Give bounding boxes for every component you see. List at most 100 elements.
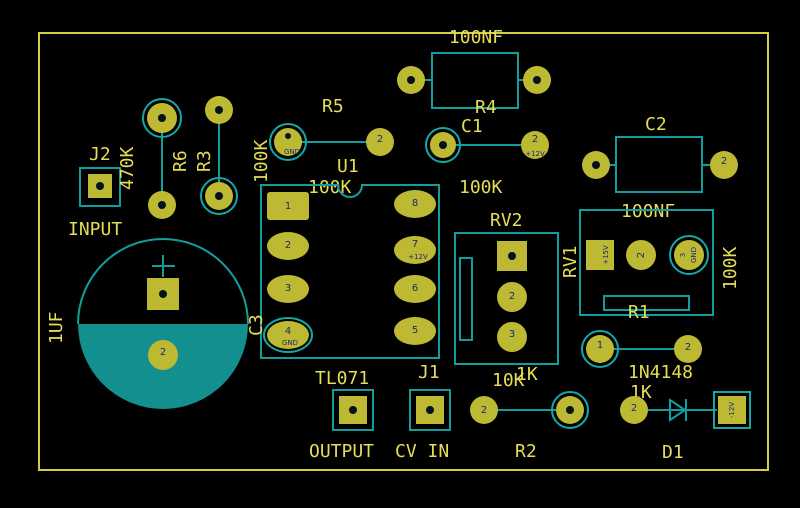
capacitor-c4[interactable]: 2 1UF C3 [46,238,267,409]
svg-text:6: 6 [412,283,418,294]
c1-pad-2[interactable]: 2 +12V [521,131,549,159]
j2-ref-label: J2 [89,144,111,165]
u1-pad-2[interactable]: 2 [267,232,309,260]
j2-pad-1[interactable] [88,174,112,198]
u1-value-label: TL071 [315,368,369,389]
svg-text:2: 2 [377,134,383,145]
r1-value-label: 1K [516,364,538,385]
r2-pad-2[interactable] [551,391,589,429]
r4-ref-label: R4 [475,97,497,118]
svg-text:2: 2 [160,347,166,358]
svg-text:2: 2 [685,342,691,353]
svg-text:1: 1 [597,340,603,351]
d1-value-label: 1N4148 [628,362,693,383]
rv1-pad-2[interactable]: 2 [626,240,656,270]
rv2-pad-1[interactable] [497,241,527,271]
svg-text:5: 5 [412,325,418,336]
r3-pad-2[interactable] [200,177,238,215]
rv2-pad-2[interactable]: 2 [497,282,527,312]
svg-text:3: 3 [285,283,291,294]
ic-u1[interactable]: U1 100K 1 2 3 4 GND 5 6 [260,156,440,389]
u1-pad-8[interactable]: 8 [394,190,436,218]
rv1-ref-label: RV1 [560,245,581,278]
potentiometer-rv1[interactable]: RV1 +15V 2 3 GND 100K [560,209,741,316]
c2-pad-2[interactable]: 2 [710,151,738,179]
connector-j2[interactable]: J2 INPUT [68,144,122,240]
resistor-r5[interactable]: GND 2 [269,123,394,161]
r5-value-label: 100K [251,139,272,183]
svg-text:2: 2 [481,405,487,416]
svg-text:2: 2 [532,134,538,145]
c1-pad-1[interactable] [425,127,461,163]
r6-pad-1[interactable] [142,98,182,138]
r5-pad-2[interactable]: 2 [366,128,394,156]
rv1-value-label: 100K [720,246,741,290]
r6-ref-label: R6 [170,150,191,172]
resistor-r2[interactable]: 2 R2 [470,391,589,462]
svg-text:2: 2 [285,240,291,251]
j1-ref-label: J1 [418,362,440,383]
svg-text:+12V: +12V [408,253,428,261]
u1-pad-7[interactable]: 7 +12V [394,236,436,264]
capacitor-c3[interactable]: 100NF [397,27,551,109]
u1-pad-3[interactable]: 3 [267,275,309,303]
u1-pad-4[interactable]: 4 GND [263,317,313,353]
output-label: OUTPUT [309,441,374,462]
resistor-r1[interactable]: R1 1 2 1K [516,302,702,385]
resistor-r3[interactable] [200,96,238,215]
r1-pad-2[interactable]: 2 [674,335,702,363]
c4-value-label: 1UF [46,311,67,344]
c2-value-label: 100NF [621,201,675,222]
rv2-pad-3[interactable]: 3 [497,322,527,352]
svg-text:3: 3 [679,253,687,257]
svg-text:2: 2 [636,252,647,258]
c2-body [615,136,703,193]
resistor-r6[interactable] [142,98,182,219]
r5-pad-1[interactable]: GND [269,123,307,161]
output-pad-1[interactable] [339,396,367,424]
svg-text:GND: GND [282,339,298,347]
r1-pad-1[interactable]: 1 [581,330,619,368]
svg-text:+15V: +15V [602,245,610,265]
c3-pad-1[interactable] [397,66,425,94]
diode-d1[interactable]: 1N4148 1K 2 -12V D1 [620,362,751,463]
c4-pad-1[interactable] [147,278,179,310]
cv-in-label: CV IN [395,441,449,462]
u1-outline [260,184,440,359]
c4-pad-2[interactable]: 2 [148,340,178,370]
connector-output[interactable]: OUTPUT [309,389,374,462]
r6-pad-2[interactable] [148,191,176,219]
r5-ref-label: R5 [322,96,344,117]
input-label: INPUT [68,219,122,240]
c2-pad-1[interactable] [582,151,610,179]
r6-value-label: 470K [117,146,138,190]
rv1-pad-3[interactable]: 3 GND [669,235,709,275]
j1-pad-1[interactable] [416,396,444,424]
c3-pad-2[interactable] [523,66,551,94]
svg-text:2: 2 [631,403,637,414]
r2-pad-1[interactable]: 2 [470,396,498,424]
capacitor-c2[interactable]: C2 100NF 2 [582,114,738,222]
u1-pad-1[interactable]: 1 [267,192,309,220]
u1-ref-label: U1 [337,156,359,177]
c3-value-label: 100NF [449,27,503,48]
d1-pad-2[interactable]: -12V [713,391,751,429]
r3-pad-1[interactable] [205,96,233,124]
capacitor-c1[interactable]: 2 +12V [425,127,549,163]
c1-ref-label: C1 [461,116,483,137]
svg-text:2: 2 [721,156,727,167]
svg-text:1: 1 [285,201,291,212]
connector-j1[interactable]: J1 CV IN [395,362,451,462]
d1-pad-1[interactable]: 2 [620,396,648,424]
svg-text:4: 4 [285,326,291,337]
u1-pad-5[interactable]: 5 [394,317,436,345]
rv1-pad-1[interactable]: +15V [586,240,614,270]
svg-text:-12V: -12V [728,402,736,418]
c3-ref-label: C3 [246,314,267,336]
r1-ref-label: R1 [628,302,650,323]
svg-text:+12V: +12V [525,150,545,158]
svg-text:GND: GND [284,148,300,156]
potentiometer-rv2[interactable]: RV2 2 3 10K [454,210,559,391]
svg-text:7: 7 [412,239,418,250]
u1-pad-6[interactable]: 6 [394,275,436,303]
